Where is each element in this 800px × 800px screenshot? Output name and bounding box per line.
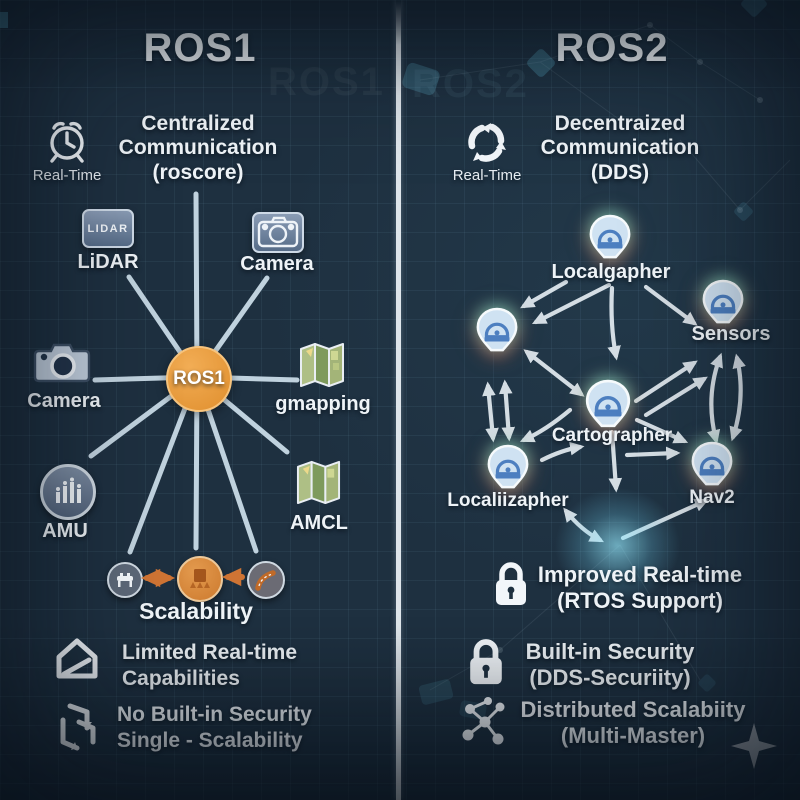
decor-diamond xyxy=(739,0,769,19)
node-localgapher-icon xyxy=(587,214,633,262)
feature-distributed-scalability: Distributed Scalabiity (Multi-Master) xyxy=(520,697,746,749)
lidar-label: LiDAR xyxy=(77,251,139,273)
feature-builtin-security: Built-in Security (DDS-Securiity) xyxy=(525,639,695,691)
gmapping-map-icon xyxy=(298,341,346,393)
centralized-heading: Centralized Communication (roscore) xyxy=(118,112,278,184)
curved-road-icon xyxy=(247,561,285,599)
node-localiizapher-label: Localiizapher xyxy=(447,490,569,511)
node-cartographer-icon xyxy=(583,379,633,431)
node-cartographer-label: Cartographer xyxy=(551,425,673,446)
amcl-map-icon xyxy=(295,458,342,511)
camera-outline-icon xyxy=(252,212,304,253)
camera-left-label: Camera xyxy=(27,390,101,412)
decor-diamond xyxy=(732,200,755,223)
feature-limited-realtime: Limited Real-time Capabilities xyxy=(122,641,298,690)
scalability-label: Scalability xyxy=(139,598,253,624)
house-icon xyxy=(53,636,101,687)
amcl-label: AMCL xyxy=(290,512,348,534)
node-unlabeled-icon xyxy=(474,307,520,355)
sparkle-star-icon xyxy=(730,722,778,775)
ros1-title: ROS1 xyxy=(143,26,257,70)
network-icon xyxy=(458,695,512,754)
decor-blob xyxy=(0,12,8,28)
lidar-icon: LIDAR xyxy=(82,209,134,248)
decentralized-heading: Decentraized Communication (DDS) xyxy=(540,112,700,184)
scalability-center-icon xyxy=(177,556,223,602)
ros2-title: ROS2 xyxy=(555,26,669,70)
feature-improved-realtime: Improved Real-time (RTOS Support) xyxy=(537,562,743,614)
camera-top-label: Camera xyxy=(240,253,314,275)
decor-blob xyxy=(418,678,454,706)
robot-icon xyxy=(107,562,143,598)
node-localiizapher-icon xyxy=(485,444,531,492)
node-localgapher-label: Localgapher xyxy=(551,261,671,283)
amu-bar-chart-icon xyxy=(40,464,96,520)
alarm-clock-icon xyxy=(44,118,90,171)
circular-arrows-icon xyxy=(462,118,510,171)
node-nav2-icon xyxy=(689,441,735,489)
rotate-3d-icon xyxy=(53,698,103,761)
ros1-hub: ROS1 xyxy=(166,346,232,412)
panel-divider xyxy=(396,0,401,800)
feature-no-security: No Built-in Security Single - Scalabilit… xyxy=(117,703,312,752)
node-nav2-label: Nav2 xyxy=(689,487,735,508)
camera-filled-icon xyxy=(33,341,91,390)
node-sensors-label: Sensors xyxy=(691,323,771,345)
node-sensors-icon xyxy=(700,279,746,327)
amu-label: AMU xyxy=(42,520,88,542)
gmapping-label: gmapping xyxy=(275,393,371,415)
